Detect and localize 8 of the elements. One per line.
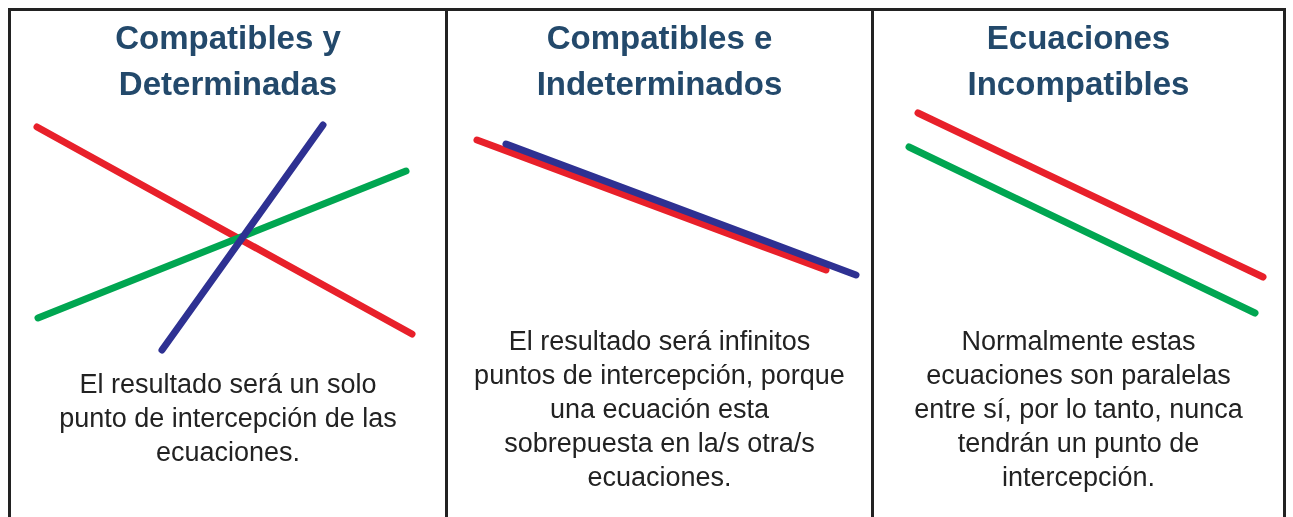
column-heading: Compatibles y Determinadas	[114, 18, 342, 104]
column-heading: Compatibles e Indeterminados	[535, 18, 784, 104]
description-text: El resultado será un solo punto de intercepción de las ecuaciones.	[58, 368, 398, 469]
column-panel	[8, 8, 448, 517]
description-text: El resultado será infinitos puntos de intercepción, porque una ecuación esta sobrepuesta en la/s otra/s ecuaciones.	[473, 325, 846, 494]
description-text: Normalmente estas ecuaciones son paralelas entre sí, por lo tanto, nunca tendrán un punto de intercepción.	[913, 325, 1244, 494]
column-heading: Ecuaciones Incompatibles	[966, 18, 1191, 104]
column-panel	[871, 8, 1286, 517]
